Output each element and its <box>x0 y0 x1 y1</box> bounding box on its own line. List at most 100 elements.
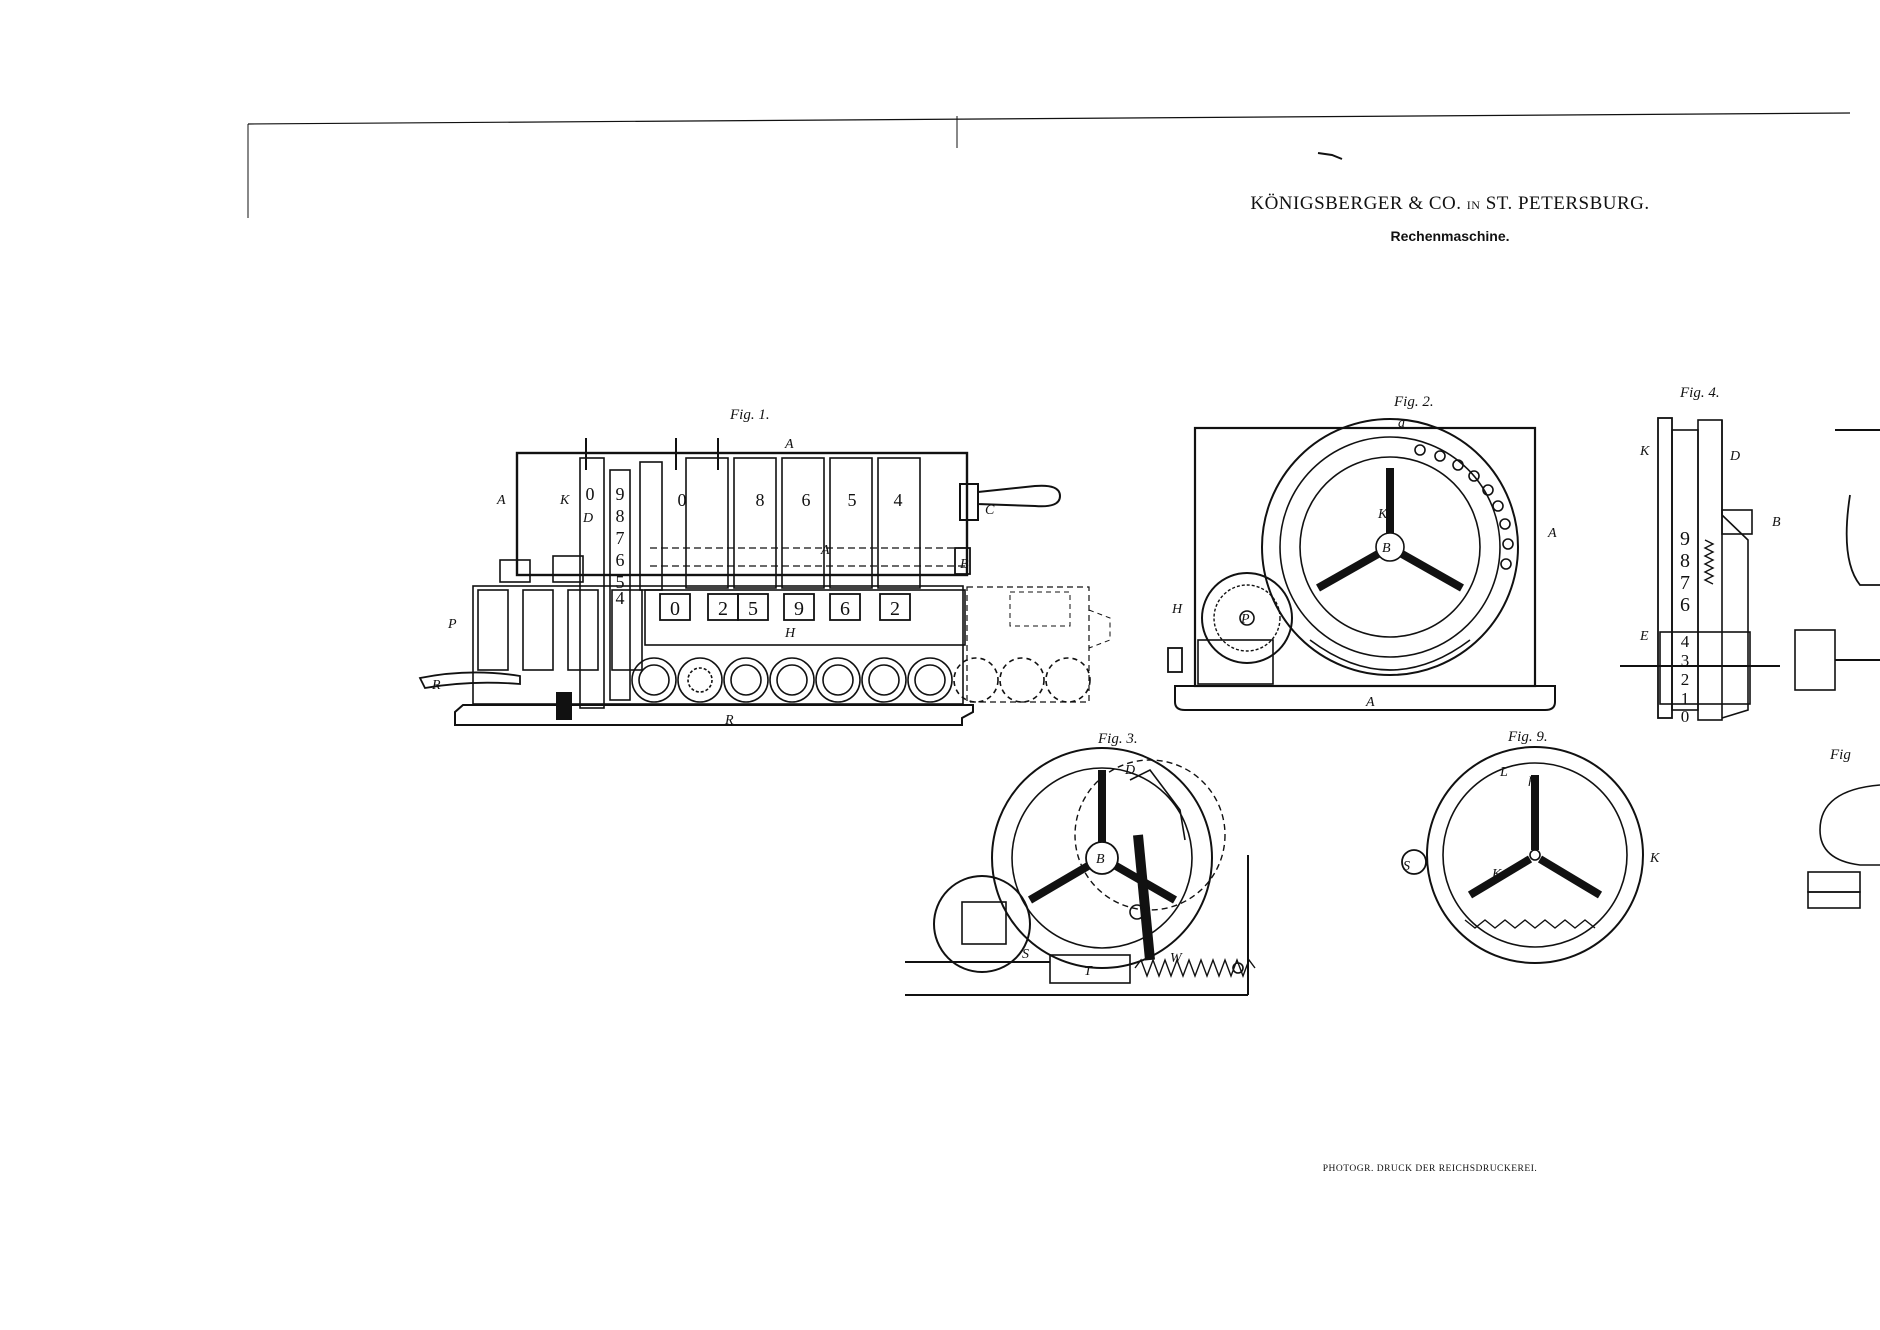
fig4-label: Fig. 4. <box>1680 385 1720 401</box>
fig4-upper-digits: 9 8 7 6 <box>1680 528 1690 616</box>
fig4-label-D: D <box>1729 449 1740 464</box>
fig1-left-drums <box>477 555 643 671</box>
plate-title: KÖNIGSBERGER & CO. IN ST. PETERSBURG. <box>1100 193 1800 215</box>
fig9-letter-labels: L h K K S <box>1403 765 1660 882</box>
fig3-wheel <box>991 747 1213 969</box>
fig1-base <box>454 704 974 726</box>
fig1-letter-labels: A A A H B C P R R K D <box>431 437 995 728</box>
fig1-label-P: P <box>447 617 457 632</box>
fig3-label-B: B <box>1096 852 1105 867</box>
fig1-column-digit: 4 <box>616 588 625 608</box>
fig1-lever-knob <box>556 692 572 720</box>
fig1-crank-hub <box>959 483 979 521</box>
fig4-digit: 8 <box>1680 550 1690 572</box>
fig-partial-drawing <box>1794 429 1880 909</box>
fig9-label-K-rim: K <box>1649 851 1660 866</box>
fig1-label-K: K <box>559 493 570 508</box>
fig1-column-digit: 8 <box>616 506 625 526</box>
fig2-label: Fig. 2. <box>1394 394 1434 410</box>
fig4-drawing <box>1620 417 1780 721</box>
fig1-result-digit: 6 <box>840 598 850 620</box>
fig4-digit: 4 <box>1681 632 1690 651</box>
fig4-lower-digits: 4 3 2 1 0 <box>1681 632 1690 726</box>
fig9-center <box>1529 849 1541 861</box>
fig4-digit: 3 <box>1681 651 1690 670</box>
fig2-label-a: a <box>1398 416 1405 431</box>
fig2-wheel <box>1299 456 1481 638</box>
fig2-drawing <box>1167 418 1556 711</box>
fig1-label-A: A <box>496 493 506 508</box>
fig4-label-E: E <box>1639 629 1649 644</box>
fig2-pinion <box>1201 572 1293 664</box>
fig1-slides <box>579 457 921 709</box>
fig2-label-P: P <box>1240 612 1250 627</box>
fig1-setting-digit: 8 <box>756 490 765 510</box>
fig1-label-D: D <box>582 511 593 526</box>
fig4-digit: 9 <box>1680 528 1690 550</box>
fig1-setting-digit: 0 <box>678 490 687 510</box>
fig9-label-S: S <box>1403 859 1410 874</box>
fig9-label-L: L <box>1499 765 1508 780</box>
fig1-setting-digits: 0 0 8 6 5 4 <box>586 484 903 510</box>
fig9-lug <box>1401 849 1427 875</box>
fig1-label-B: B <box>960 557 969 572</box>
fig1-lever <box>418 671 521 690</box>
fig1-result-boxes <box>659 593 911 621</box>
plate-subtitle: Rechenmaschine. <box>1390 228 1510 244</box>
fig2-label-H: H <box>1171 602 1183 617</box>
fig1-dashed-window <box>1009 591 1071 627</box>
fig9-label-h: h <box>1528 775 1535 790</box>
fig1-setting-digit: 4 <box>894 490 903 510</box>
fig1-setting-digit: 6 <box>802 490 811 510</box>
fig1-column-digits: 9 8 7 6 5 4 <box>616 484 625 608</box>
fig1-setting-digit: 0 <box>586 484 595 504</box>
fig1-result-digit: 9 <box>794 598 804 620</box>
fig1-housing <box>515 451 969 577</box>
fig4-digit: 0 <box>1681 707 1690 726</box>
plate-top-border <box>247 112 1851 125</box>
fig3-dashed-gear <box>1074 759 1226 911</box>
fig2-letter-labels: a A A B K P H <box>1171 416 1557 710</box>
fig1-result-digits: 0 2 5 9 6 2 <box>670 598 900 620</box>
fig1-column-digit: 5 <box>616 572 625 592</box>
fig1-dashed-carriage <box>966 586 1090 703</box>
fig2-label-B: B <box>1382 541 1391 556</box>
fig-partial-label: Fig <box>1830 747 1851 763</box>
title-in: IN <box>1466 198 1481 212</box>
fig1-label-R-base: R <box>724 713 734 728</box>
fig1-result-digit: 2 <box>890 598 900 620</box>
fig3-label: Fig. 3. <box>1098 731 1138 747</box>
fig1-label-A-mid: A <box>820 543 830 558</box>
fig9-label: Fig. 9. <box>1508 729 1548 745</box>
fig1-label-C: C <box>985 503 995 518</box>
fig9-drawing <box>1401 746 1644 964</box>
fig1-column-digit: 7 <box>616 528 625 548</box>
fig1-result-digit: 5 <box>748 598 758 620</box>
fig3-pinion <box>933 875 1031 973</box>
fig4-spring <box>1703 539 1715 585</box>
fig1-label-H: H <box>784 626 796 641</box>
fig4-label-B: B <box>1772 515 1781 530</box>
fig2-outer-ring <box>1261 418 1519 676</box>
fig2-label-K: K <box>1377 507 1388 522</box>
fig4-label-K: K <box>1639 444 1650 459</box>
fig2-toothed-rim <box>1309 639 1471 671</box>
fig2-base <box>1174 685 1556 711</box>
fig1-wheels <box>631 657 1091 703</box>
fig1-result-digit: 0 <box>670 598 680 620</box>
fig1-drawing <box>418 438 1111 726</box>
fig1-column-digit: 9 <box>616 484 625 504</box>
fig2-pins <box>1414 444 1514 570</box>
fig1-label-A-top: A <box>784 437 794 452</box>
fig2-label-A-base: A <box>1365 695 1375 710</box>
fig1-column-digit: 6 <box>616 550 625 570</box>
fig3-letter-labels: D B T W S <box>1022 763 1183 979</box>
fig4-digit: 6 <box>1680 594 1690 616</box>
fig3-spring <box>1134 958 1256 978</box>
fig3-drawing <box>905 747 1256 996</box>
fig1-crank-handle <box>977 484 1062 508</box>
fig1-label: Fig. 1. <box>730 407 770 423</box>
fig4-digit: 7 <box>1680 572 1690 594</box>
fig9-label-K: K <box>1491 867 1502 882</box>
